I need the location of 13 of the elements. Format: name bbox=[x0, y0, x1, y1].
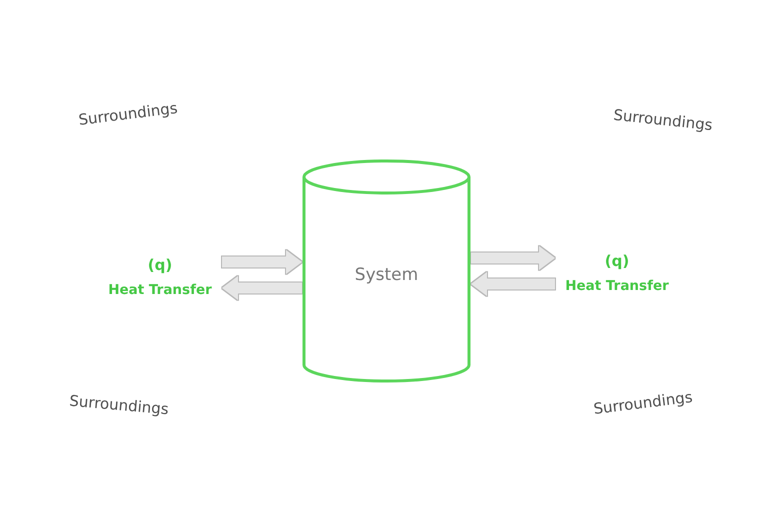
block-arrow bbox=[471, 246, 555, 270]
region-label: Surroundings bbox=[68, 392, 170, 418]
block-arrow bbox=[222, 276, 302, 300]
region-label: Surroundings bbox=[592, 388, 694, 418]
node-label: Heat Transfer bbox=[108, 282, 212, 298]
region-label: Surroundings bbox=[78, 99, 178, 129]
region-label: Surroundings bbox=[612, 106, 714, 134]
symbol-label: (q) bbox=[148, 256, 172, 274]
node-label: System bbox=[354, 264, 418, 286]
node-label: Heat Transfer bbox=[565, 278, 669, 294]
block-arrow bbox=[471, 272, 555, 296]
symbol-label: (q) bbox=[604, 252, 630, 270]
block-arrow bbox=[222, 250, 302, 274]
